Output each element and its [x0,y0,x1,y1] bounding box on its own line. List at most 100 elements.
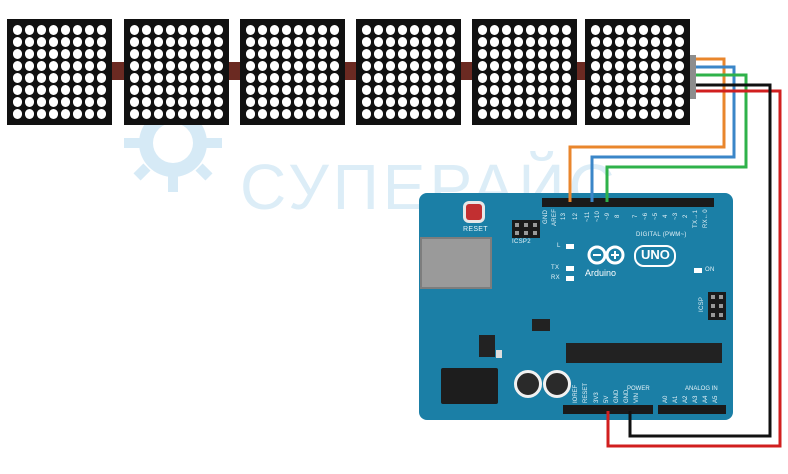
led-dot [502,85,512,95]
led-dot [37,25,47,35]
led-dot [96,109,106,119]
led-on [694,268,702,273]
led-dot [591,97,601,107]
led-dot [650,25,660,35]
logo-uno-text: UNO [641,247,670,262]
analog-header [658,405,726,414]
led-dot [386,73,396,83]
led-dot [305,73,315,83]
led-dot [398,85,408,95]
led-dot [374,73,384,83]
uno-badge [634,245,676,267]
led-dot [270,97,280,107]
led-dot [502,61,512,71]
led-dot [478,73,488,83]
reset-label: RESET [463,226,488,233]
led-dot [490,25,500,35]
led-dot [674,37,684,47]
led-dot [525,37,535,47]
led-dot [72,61,82,71]
power-jack[interactable] [441,368,498,404]
led-dot [362,97,372,107]
led-matrix-3 [240,19,345,125]
led-dot [627,97,637,107]
led-dot [409,85,419,95]
led-dot [615,61,625,71]
led-dot [374,97,384,107]
led-dot [362,61,372,71]
led-dot [177,61,187,71]
led-dot [650,85,660,95]
led-dot [72,109,82,119]
led-dot [386,97,396,107]
led-dot [246,85,256,95]
led-dot [25,97,35,107]
led-dot [246,61,256,71]
led-dot [166,97,176,107]
led-dot [37,97,47,107]
led-dot [189,61,199,71]
led-dot [638,25,648,35]
icsp-header [708,292,726,320]
led-dot [177,37,187,47]
led-dot [409,109,419,119]
led-dot [549,37,559,47]
led-dot [213,49,223,59]
led-dot [49,37,59,47]
led-tx-label: TX [551,265,560,271]
led-dot [72,37,82,47]
led-dot [662,37,672,47]
led-dot [591,61,601,71]
led-dot [549,109,559,119]
led-dot [96,73,106,83]
digital-label: DIGITAL (PWM~) [636,232,687,238]
led-dot [189,25,199,35]
led-dot [362,73,372,83]
led-dot [258,97,268,107]
led-dot [293,109,303,119]
led-dot [130,37,140,47]
usb-port[interactable] [420,237,492,289]
led-dot [154,37,164,47]
led-dot [60,109,70,119]
led-on-label: ON [705,267,715,273]
led-dot [627,109,637,119]
led-dot [201,109,211,119]
led-dot [282,37,292,47]
led-dot [270,49,280,59]
led-dot [154,25,164,35]
led-dot [177,73,187,83]
led-dot [130,61,140,71]
led-dot [433,109,443,119]
led-dot [603,109,613,119]
led-dot [13,109,23,119]
led-l-label: L [557,243,561,249]
led-dot [293,61,303,71]
led-dot [549,73,559,83]
led-dot [293,85,303,95]
analog-label: ANALOG IN [685,386,718,392]
led-dot [638,61,648,71]
led-dot [514,61,524,71]
led-dot [398,37,408,47]
led-dot [142,49,152,59]
led-dot [398,25,408,35]
led-dot [409,73,419,83]
led-dot [433,97,443,107]
led-dot [258,37,268,47]
led-dot [549,97,559,107]
led-dot [674,49,684,59]
led-dot [154,49,164,59]
led-dot [662,73,672,83]
led-dot [638,85,648,95]
led-dot [246,37,256,47]
led-dot [130,97,140,107]
led-dot [514,25,524,35]
led-dot [650,37,660,47]
led-dot [433,85,443,95]
led-dot [627,37,637,47]
reset-button[interactable] [466,204,482,220]
led-dot [537,85,547,95]
led-dot [433,25,443,35]
led-dot [549,49,559,59]
